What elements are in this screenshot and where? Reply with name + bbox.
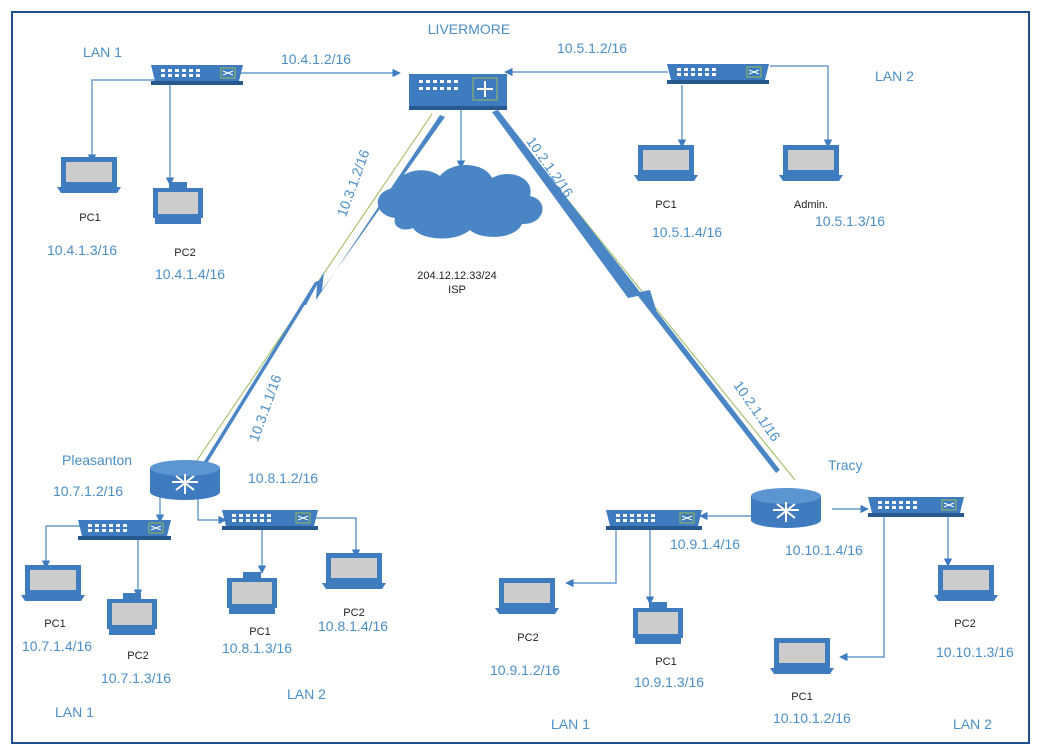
tracy-lan2-switch-icon (868, 495, 964, 524)
livermore-lan1-label: LAN 1 (83, 44, 122, 60)
link-p-lan1-pc1 (41, 525, 88, 569)
p2-pc2-ip: 10.8.1.4/16 (318, 618, 389, 634)
pleasanton-lan1-switch-icon (78, 518, 171, 547)
t2-pc2-name: PC2 (954, 618, 976, 630)
l2-admin-name: Admin. (793, 199, 829, 211)
diagram-title: LIVERMORE (427, 21, 511, 37)
link-lan1-pc1 (87, 79, 155, 163)
p1-pc1-ip: 10.7.1.4/16 (22, 638, 93, 654)
tracy-lan1-gw: 10.9.1.4/16 (670, 536, 741, 552)
l2-pc1-name: PC1 (655, 199, 677, 211)
t1-pc2-ip: 10.9.1.2/16 (490, 662, 561, 678)
tr2-pc2-laptop-icon (934, 565, 1000, 608)
diagram-frame (11, 11, 1030, 744)
pleasanton-lan1-gw: 10.7.1.2/16 (53, 483, 124, 499)
t-lan2-label: LAN 2 (953, 716, 992, 732)
p-lan2-label: LAN 2 (287, 686, 326, 702)
l1-pc1-ip: 10.4.1.3/16 (47, 242, 118, 258)
isp-cloud (377, 164, 543, 239)
isp-ip: 204.12.12.33/24 (417, 270, 497, 282)
tr1-pc2-laptop-icon (495, 578, 561, 621)
pleasanton-lan2-switch-icon (222, 508, 318, 537)
wan-link-tracy (492, 110, 796, 481)
p2-pc1-ip: 10.8.1.3/16 (222, 640, 293, 656)
l2-admin-ip: 10.5.1.3/16 (815, 213, 886, 229)
t2-pc2-ip: 10.10.1.3/16 (936, 644, 1014, 660)
wan-link-pleasanton (184, 113, 445, 479)
t1-pc2-name: PC2 (517, 632, 539, 644)
tracy-router-icon (751, 488, 823, 537)
pleasanton-lan2-gw: 10.8.1.2/16 (248, 470, 319, 486)
t2-pc1-name: PC1 (791, 691, 813, 703)
tracy-lan1-switch-icon (606, 508, 702, 537)
p1-pc2-name: PC2 (127, 650, 149, 662)
pleasanton-router-icon (150, 460, 222, 509)
link-t-lan1-pc2 (565, 524, 617, 588)
l1-pc1-name: PC1 (79, 212, 101, 224)
livermore-router-icon (409, 70, 509, 117)
t1-pc1-name: PC1 (655, 656, 677, 668)
tracy-lan2-gw: 10.10.1.4/16 (785, 542, 863, 558)
livermore-lan2-switch-icon (667, 62, 769, 91)
link-ip-lan1: 10.4.1.2/16 (281, 51, 352, 67)
link-p-lan2-pc2 (315, 517, 361, 558)
p1-pc2-ip: 10.7.1.3/16 (101, 670, 172, 686)
l1-pc2-name: PC2 (174, 247, 196, 259)
t2-pc1-ip: 10.10.1.2/16 (773, 710, 851, 726)
tr1-pc1-pc-icon (633, 602, 685, 651)
link-pleasanton-lan2 (197, 494, 227, 525)
t1-pc1-ip: 10.9.1.3/16 (634, 674, 705, 690)
p1-pc2-pc-icon (107, 593, 159, 642)
p2-pc1-name: PC1 (249, 626, 271, 638)
isp-label: ISP (448, 284, 466, 296)
l1-pc1-laptop-icon (57, 157, 123, 200)
p2-pc1-pc-icon (227, 572, 279, 621)
p1-pc1-name: PC1 (44, 618, 66, 630)
link-t-lan2-pc1 (839, 513, 885, 662)
pleasanton-name: Pleasanton (62, 452, 133, 468)
link-lan2-admin (770, 65, 833, 148)
livermore-lan2-label: LAN 2 (875, 68, 914, 84)
p1-pc1-laptop-icon (21, 565, 87, 608)
p-lan1-label: LAN 1 (55, 704, 94, 720)
t-lan1-label: LAN 1 (551, 716, 590, 732)
l2-admin-laptop-icon (779, 145, 845, 188)
tracy-name: Tracy (828, 457, 863, 473)
l2-pc1-ip: 10.5.1.4/16 (652, 224, 723, 240)
l1-pc2-pc-icon (153, 182, 205, 231)
tr2-pc1-laptop-icon (770, 638, 836, 681)
p2-pc2-laptop-icon (322, 553, 388, 596)
l1-pc2-ip: 10.4.1.4/16 (155, 266, 226, 282)
p2-pc2-name: PC2 (343, 607, 365, 619)
livermore-lan1-switch-icon (151, 63, 243, 92)
l2-pc1-laptop-icon (634, 145, 700, 188)
link-ip-lan2: 10.5.1.2/16 (557, 40, 628, 56)
